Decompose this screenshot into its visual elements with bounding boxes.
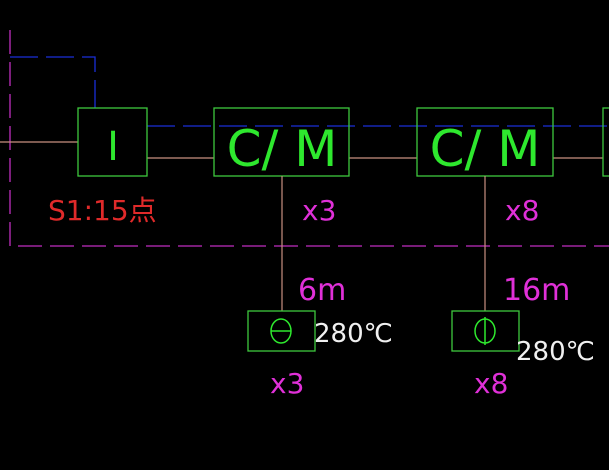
device-2-temp: 280℃ <box>516 337 595 367</box>
blue-dashed-route <box>10 56 96 108</box>
cm-module-2-label: C/ M <box>430 120 541 178</box>
cm-module-1-label: C/ M <box>227 120 338 178</box>
cm-module-2[interactable]: C/ M <box>416 107 554 178</box>
next-module-partial[interactable] <box>602 107 609 177</box>
cm-module-1[interactable]: C/ M <box>213 107 350 178</box>
device-1[interactable] <box>247 310 316 352</box>
magenta-dashed-zone <box>9 30 609 247</box>
device-2-box <box>451 310 520 352</box>
cm-module-2-cable-length: 16m <box>503 273 570 308</box>
device-1-box <box>247 310 316 352</box>
module-i-label: I <box>107 124 119 170</box>
device-1-temp: 280℃ <box>314 319 393 349</box>
loop-label: S1:15点 <box>48 194 157 227</box>
device-2[interactable] <box>451 310 520 352</box>
cm-module-1-count: x3 <box>302 194 336 227</box>
device-1-count: x3 <box>270 367 304 400</box>
cm-module-1-cable-length: 6m <box>298 273 346 308</box>
cm-module-2-count: x8 <box>505 194 539 227</box>
phi-symbol-icon <box>474 317 496 345</box>
module-i-box <box>77 107 148 177</box>
module-i[interactable]: I <box>77 107 148 177</box>
theta-symbol-icon <box>270 318 292 344</box>
device-2-count: x8 <box>474 367 508 400</box>
